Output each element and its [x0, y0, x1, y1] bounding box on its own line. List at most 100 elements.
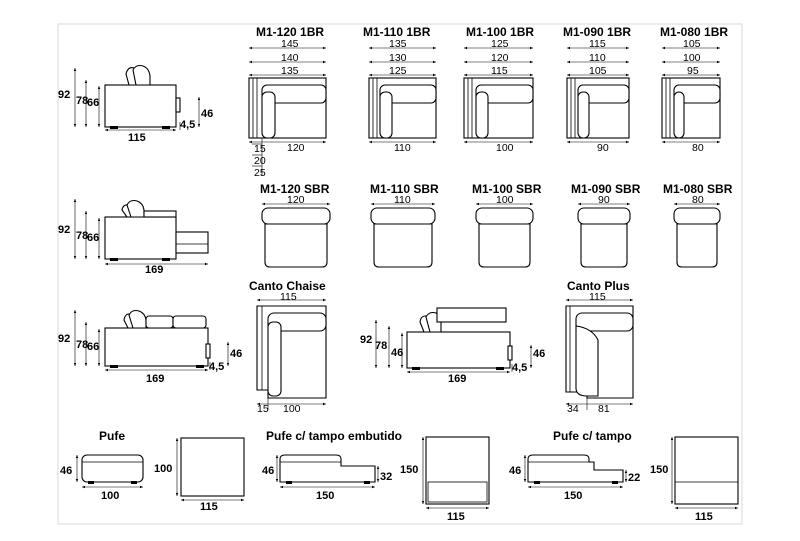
- row3-height-78: 78: [76, 339, 88, 351]
- pufe-tampo-embutido: Pufe c/ tampo embutido 46 32 150 150 115: [262, 429, 490, 523]
- row1-height-78: 78: [76, 95, 88, 107]
- canto-plus-width: 115: [589, 291, 606, 303]
- module-m1-080-1br: M1-080 1BR 105 100 95 80: [660, 25, 728, 154]
- canto-plus-seat: 81: [598, 403, 610, 415]
- module-m1-080-sbr: M1-080 SBR 80: [663, 182, 733, 268]
- row3-seat-46: 46: [230, 348, 242, 360]
- row2-height-92: 92: [58, 224, 70, 236]
- width-3: 95: [687, 65, 699, 77]
- row1-seat-46: 46: [201, 108, 213, 120]
- width-2: 120: [491, 52, 509, 64]
- canto-chaise-title: Canto Chaise: [249, 279, 326, 293]
- canto-chaise-width: 115: [280, 291, 297, 303]
- canto-plus-side-view: 92 78 46 46 4,5 169: [360, 307, 545, 385]
- width-1: 125: [491, 38, 509, 50]
- pufe-tampo-side: [527, 454, 624, 483]
- row3-height-66: 66: [87, 341, 99, 353]
- pufe-tampo-top-length: 150: [650, 464, 668, 476]
- bottom-width: 100: [496, 142, 514, 154]
- pufe-embutido-length: 150: [316, 490, 334, 502]
- module-m1-120-sbr: M1-120 SBR 120: [260, 182, 331, 268]
- module-title: M1-100 SBR: [472, 182, 542, 196]
- row3-height-92: 92: [58, 333, 70, 345]
- width-1: 115: [589, 38, 606, 50]
- canto-chaise-arm: 15: [257, 403, 269, 415]
- module-m1-110-1br: M1-110 1BR 135 130 125 110: [363, 25, 437, 154]
- row2-height-66: 66: [87, 232, 99, 244]
- width-3: 125: [389, 65, 407, 77]
- pufe-embutido-top: [425, 436, 490, 505]
- pufe-tampo: Pufe c/ tampo 46 22 150 150 115: [509, 429, 739, 523]
- sheet-frame: [57, 23, 743, 525]
- module-title: M1-080 SBR: [663, 182, 733, 196]
- row1-height-92: 92: [58, 89, 70, 101]
- plus-seat-46: 46: [533, 348, 545, 360]
- module-width: 80: [692, 194, 704, 206]
- canto-plus-side-elevation: [406, 307, 513, 370]
- sofa-side-elevation-1br: [104, 64, 181, 129]
- module-m1-110-sbr: M1-110 SBR 110: [370, 182, 439, 268]
- module-m1-100-sbr: M1-100 SBR 100: [472, 182, 542, 268]
- pufe-top-width: 115: [200, 501, 218, 513]
- module-m1-090-sbr: M1-090 SBR 90: [571, 182, 641, 268]
- width-3: 105: [589, 65, 607, 77]
- canto-chaise-seat: 100: [283, 403, 301, 415]
- arm-width-20: 20: [254, 155, 266, 167]
- module-width: 110: [394, 194, 411, 206]
- pufe-tampo-top-height: 22: [628, 472, 640, 484]
- canto-plus-arm: 34: [567, 403, 579, 415]
- row3-leg-45: 4,5: [209, 361, 224, 373]
- plus-height-78: 78: [375, 340, 387, 352]
- width-1: 105: [683, 38, 701, 50]
- module-title: M1-120 SBR: [260, 182, 330, 196]
- pufe: Pufe 46 100 100 115: [60, 429, 245, 513]
- width-3: 135: [281, 65, 299, 77]
- width-2: 110: [589, 52, 606, 64]
- canto-plus: Canto Plus 115 34 81: [565, 279, 634, 415]
- plus-depth-169: 169: [448, 373, 466, 385]
- arm-width-15: 15: [254, 143, 266, 155]
- pufe-top-length: 100: [154, 463, 172, 475]
- pufe-embutido-title: Pufe c/ tampo embutido: [266, 429, 402, 443]
- module-title: M1-110 1BR: [363, 25, 431, 39]
- row2-side-view: 92 78 66 169: [58, 199, 209, 276]
- pufe-tampo-height: 46: [509, 465, 521, 477]
- row2-height-78: 78: [76, 230, 88, 242]
- row1-depth-115: 115: [128, 132, 146, 144]
- pufe-top: [180, 437, 245, 497]
- row3-depth-169: 169: [146, 373, 164, 385]
- pufe-title: Pufe: [99, 429, 125, 443]
- canto-plus-title: Canto Plus: [567, 279, 630, 293]
- module-width: 100: [496, 194, 514, 206]
- plus-height-46-left: 46: [391, 347, 403, 359]
- sofa-side-elevation-sbr: [104, 199, 209, 261]
- module-title: M1-100 1BR: [466, 25, 534, 39]
- module-title: M1-080 1BR: [660, 25, 728, 39]
- pufe-tampo-top: [674, 436, 739, 505]
- module-width: 90: [598, 194, 610, 206]
- module-width: 120: [287, 194, 305, 206]
- row1-leg-45: 4,5: [180, 119, 195, 131]
- width-2: 130: [389, 52, 407, 64]
- width-2: 140: [281, 52, 299, 64]
- pufe-tampo-top-width: 115: [695, 511, 713, 523]
- bottom-width: 80: [692, 142, 704, 154]
- plus-height-92: 92: [360, 334, 372, 346]
- pufe-side: [81, 454, 144, 483]
- module-title: M1-120 1BR: [256, 25, 324, 39]
- pufe-embutido-top-height: 32: [380, 471, 392, 483]
- arm-width-25: 25: [254, 167, 266, 179]
- module-m1-120-1br: M1-120 1BR 145 140 135 120 15 20 25: [248, 25, 327, 179]
- row3-side-view: 92 78 66 46 4,5 169: [58, 309, 242, 385]
- row2-depth-169: 169: [145, 264, 163, 276]
- pufe-embutido-side: [279, 454, 376, 483]
- module-m1-090-1br: M1-090 1BR 115 110 105 90: [563, 25, 631, 154]
- corner-side-elevation: [104, 309, 211, 368]
- bottom-width: 110: [394, 142, 411, 154]
- pufe-tampo-length: 150: [564, 490, 582, 502]
- bottom-width: 90: [597, 142, 609, 154]
- module-title: M1-090 1BR: [563, 25, 631, 39]
- module-title: M1-110 SBR: [370, 182, 439, 196]
- plus-leg-45: 4,5: [512, 362, 527, 374]
